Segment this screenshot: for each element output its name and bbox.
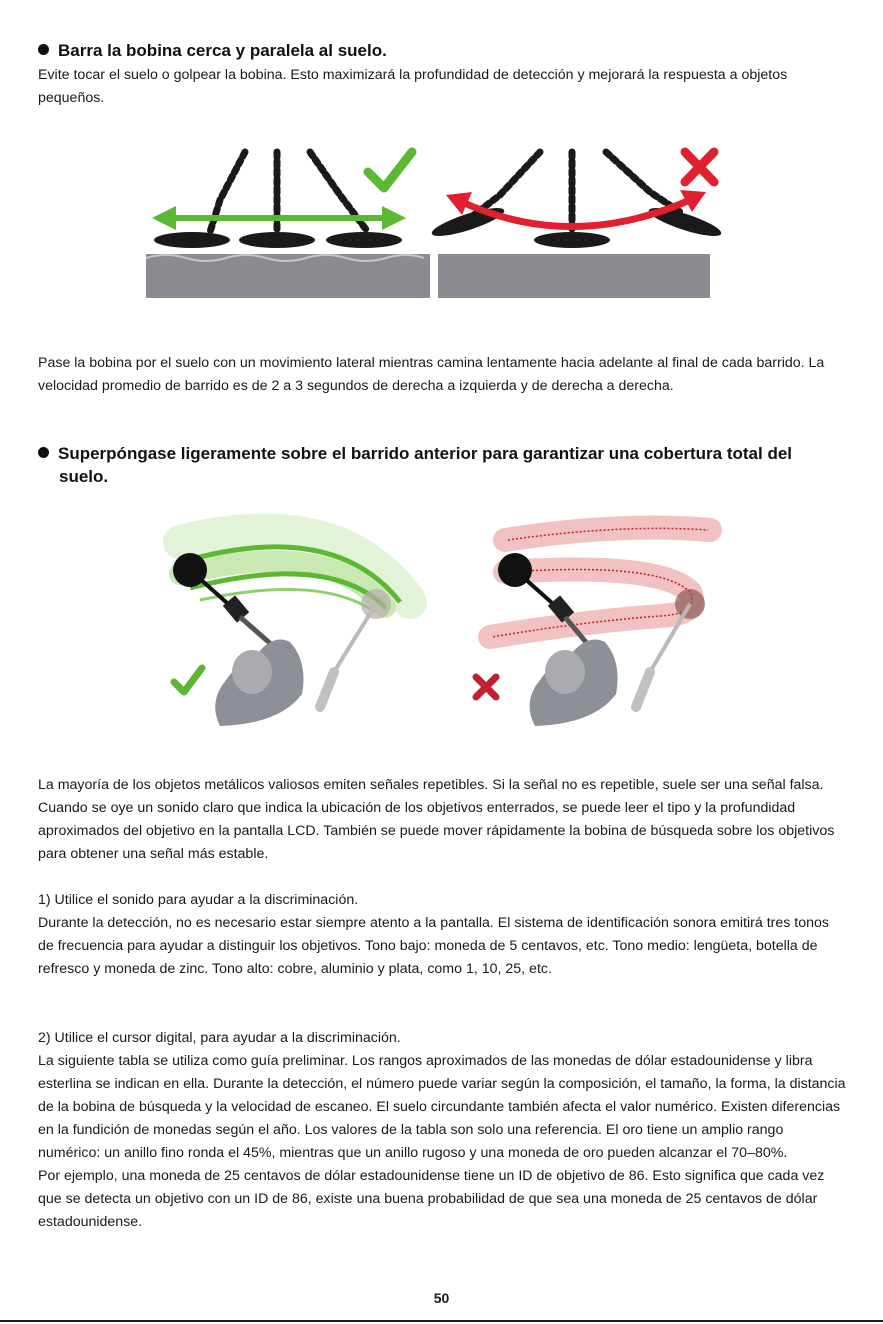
list-item-title: 2) Utilice el cursor digital, para ayuda… (38, 1030, 401, 1046)
paragraph-sweep-speed: Pase la bobina por el suelo con un movim… (38, 352, 846, 398)
arc-sweep-arrow (460, 196, 692, 230)
coil-left-1 (154, 232, 230, 248)
paragraph-repeatable-signals: La mayoría de los objetos metálicos vali… (38, 774, 846, 866)
check-mark-icon (363, 147, 417, 193)
section-heading-overlap-cont: suelo. (59, 466, 108, 488)
section-heading-text: suelo. (59, 467, 109, 486)
paragraph-text: La mayoría de los objetos metálicos vali… (38, 777, 835, 862)
bullet-icon (38, 44, 49, 55)
x-mark-icon (680, 147, 719, 187)
section-heading-text: Barra la bobina cerca y paralela al suel… (58, 41, 387, 60)
x-mark-icon (472, 673, 500, 701)
coil-right-2 (534, 232, 610, 248)
section-heading-text: Superpóngase ligeramente sobre el barrid… (58, 444, 793, 463)
page-divider (0, 1320, 883, 1322)
incorrect-sweep-illustration (431, 147, 722, 298)
coil-left-2 (239, 232, 315, 248)
correct-sweep-illustration (145, 147, 430, 298)
sweep-height-figure (145, 147, 722, 298)
section-heading-overlap: Superpóngase ligeramente sobre el barrid… (38, 443, 792, 465)
paragraph-text: Pase la bobina por el suelo con un movim… (38, 355, 825, 394)
overlap-sweep-figure (163, 513, 722, 726)
list-item-cursor: 2) Utilice el cursor digital, para ayuda… (38, 1027, 846, 1234)
list-item-sound: 1) Utilice el sonido para ayudar a la di… (38, 889, 846, 981)
coil-left-3 (326, 232, 402, 248)
page-number: 50 (433, 1290, 450, 1306)
incorrect-overlap-illustration (472, 515, 722, 726)
ground-right (438, 254, 710, 298)
list-item-text: Durante la detección, no es necesario es… (38, 915, 829, 977)
section-heading-sweep: Barra la bobina cerca y paralela al suel… (38, 40, 387, 62)
correct-overlap-illustration (163, 513, 427, 726)
coil-right-3 (648, 208, 722, 236)
list-item-title: 1) Utilice el sonido para ayudar a la di… (38, 892, 359, 908)
coil-right-1 (431, 208, 505, 236)
list-item-text: La siguiente tabla se utiliza como guía … (38, 1053, 846, 1161)
check-mark-icon (170, 664, 206, 696)
example-text: Por ejemplo, una moneda de 25 centavos d… (38, 1168, 825, 1230)
bullet-icon (38, 447, 49, 458)
paragraph-sweep-intro: Evite tocar el suelo o golpear la bobina… (38, 64, 846, 110)
paragraph-text: Evite tocar el suelo o golpear la bobina… (38, 67, 788, 106)
